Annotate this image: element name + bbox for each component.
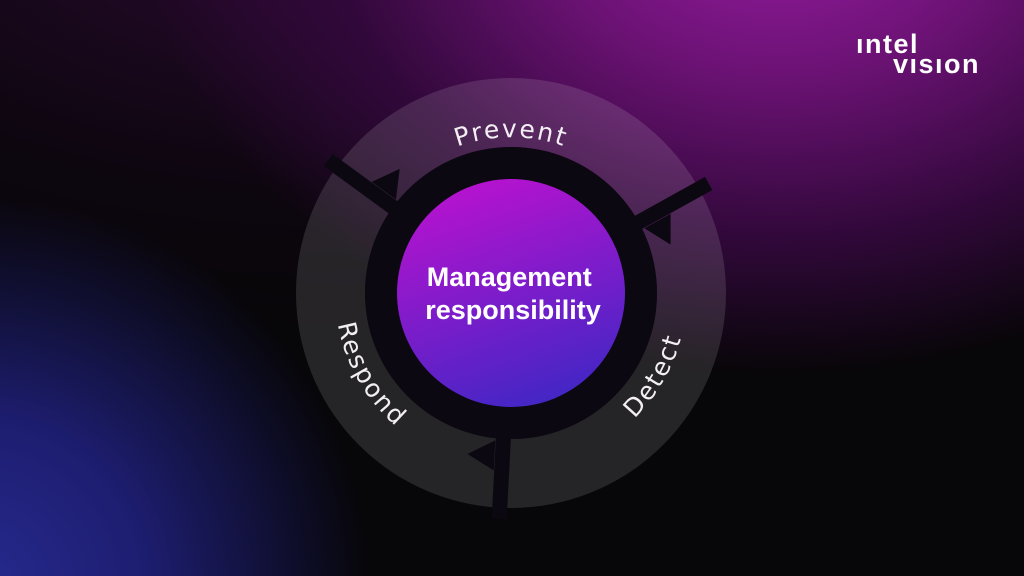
brand-logo-line1: ıntel: [855, 29, 919, 59]
center-circle: [397, 179, 625, 407]
brand-logo-line2: vısıon: [892, 49, 980, 79]
center-title: Management responsibility: [425, 262, 601, 325]
center-title-line1: Management: [427, 262, 592, 292]
flow-arrow-top-right: [644, 213, 671, 245]
flow-arrow-top-left: [371, 168, 400, 200]
center-title-line2: responsibility: [425, 295, 601, 325]
flow-arrow-bottom: [467, 440, 496, 471]
cycle-ring: [296, 78, 726, 508]
brand-logo: ıntel vısıon: [855, 29, 980, 79]
